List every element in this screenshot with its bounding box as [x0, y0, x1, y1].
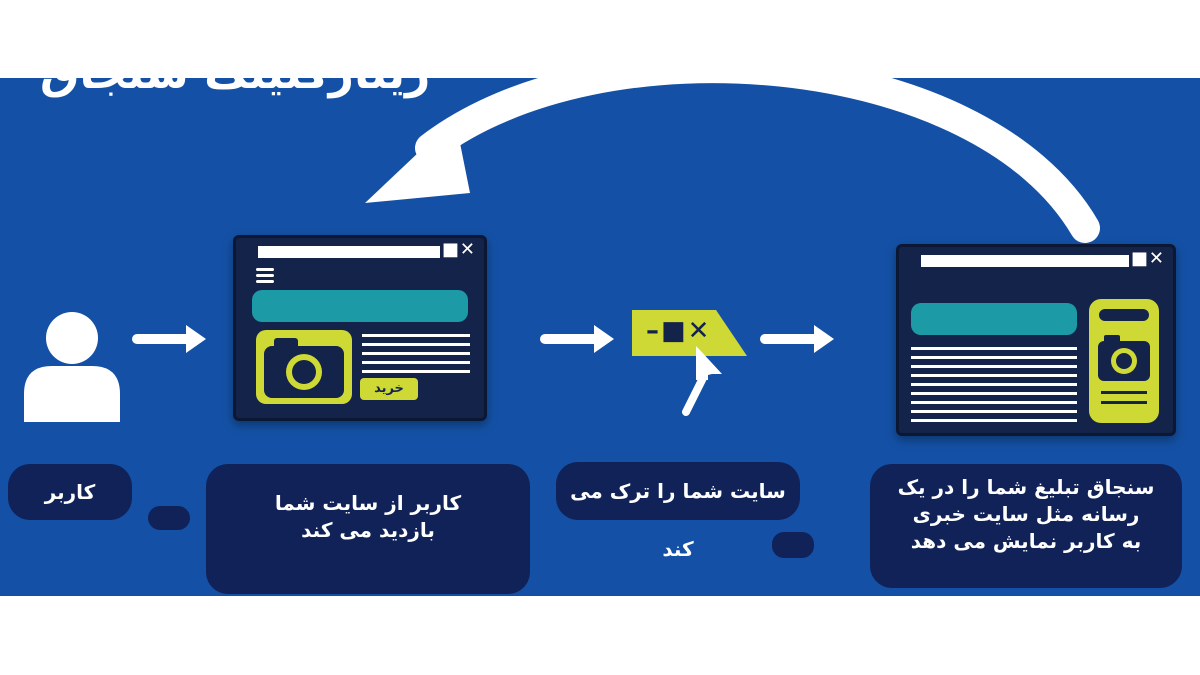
- window-controls: –■✕: [431, 239, 476, 260]
- caption-ad-line1: سنجاق تبلیغ شما را در یک: [897, 475, 1155, 499]
- diagram-title: ریتارگتینگ سنجاق: [40, 78, 430, 99]
- header-banner: [252, 290, 468, 322]
- caption-user: کاربر: [8, 464, 132, 520]
- caption-ad-line3: به کاربر نمایش می دهد: [910, 529, 1142, 553]
- browser-titlebar: [921, 255, 1129, 267]
- caption-leave-text: سایت شما را ترک می کند: [570, 479, 786, 561]
- ad-text-line: [1101, 401, 1147, 404]
- window-controls: –■✕: [1120, 248, 1165, 269]
- caption-ad: سنجاق تبلیغ شما را در یک رسانه مثل سایت …: [870, 464, 1182, 588]
- user-icon: [24, 312, 120, 422]
- cursor-icon: [682, 346, 722, 416]
- buy-button: خرید: [360, 378, 418, 400]
- product-image: [256, 330, 352, 404]
- decorative-blob: [772, 532, 814, 558]
- close-tab-controls: –■✕: [646, 316, 712, 346]
- ad-text-line: [1101, 391, 1147, 394]
- caption-visit: کاربر از سایت شما بازدید می کند: [206, 464, 530, 594]
- close-tab-shape: [632, 310, 747, 356]
- caption-user-text: کاربر: [44, 480, 96, 504]
- news-site-browser-window: –■✕: [896, 244, 1176, 436]
- camera-icon: [1098, 335, 1150, 381]
- camera-icon: [264, 338, 344, 398]
- arrow-right-icon: [132, 325, 206, 353]
- browser-titlebar: [258, 246, 440, 258]
- news-article-lines: [911, 347, 1077, 428]
- caption-visit-line1: کاربر از سایت شما: [274, 491, 462, 515]
- website-browser-window: –■✕ خرید: [233, 235, 487, 421]
- diagram-canvas: ریتارگتینگ سنجاق –■✕ خرید: [0, 78, 1200, 596]
- retargeting-ad: [1089, 299, 1159, 423]
- arrow-right-icon: [760, 325, 834, 353]
- decorative-blob: [148, 506, 190, 530]
- caption-ad-line2: رسانه مثل سایت خبری: [912, 502, 1140, 526]
- news-header-banner: [911, 303, 1077, 335]
- arrow-right-icon: [540, 325, 614, 353]
- curved-arrow-icon: [365, 78, 1100, 243]
- product-description: [362, 334, 470, 379]
- caption-leave: سایت شما را ترک می کند: [556, 462, 800, 561]
- caption-visit-line2: بازدید می کند: [301, 518, 435, 542]
- ad-top-bar: [1099, 309, 1149, 321]
- hamburger-icon: [256, 268, 274, 286]
